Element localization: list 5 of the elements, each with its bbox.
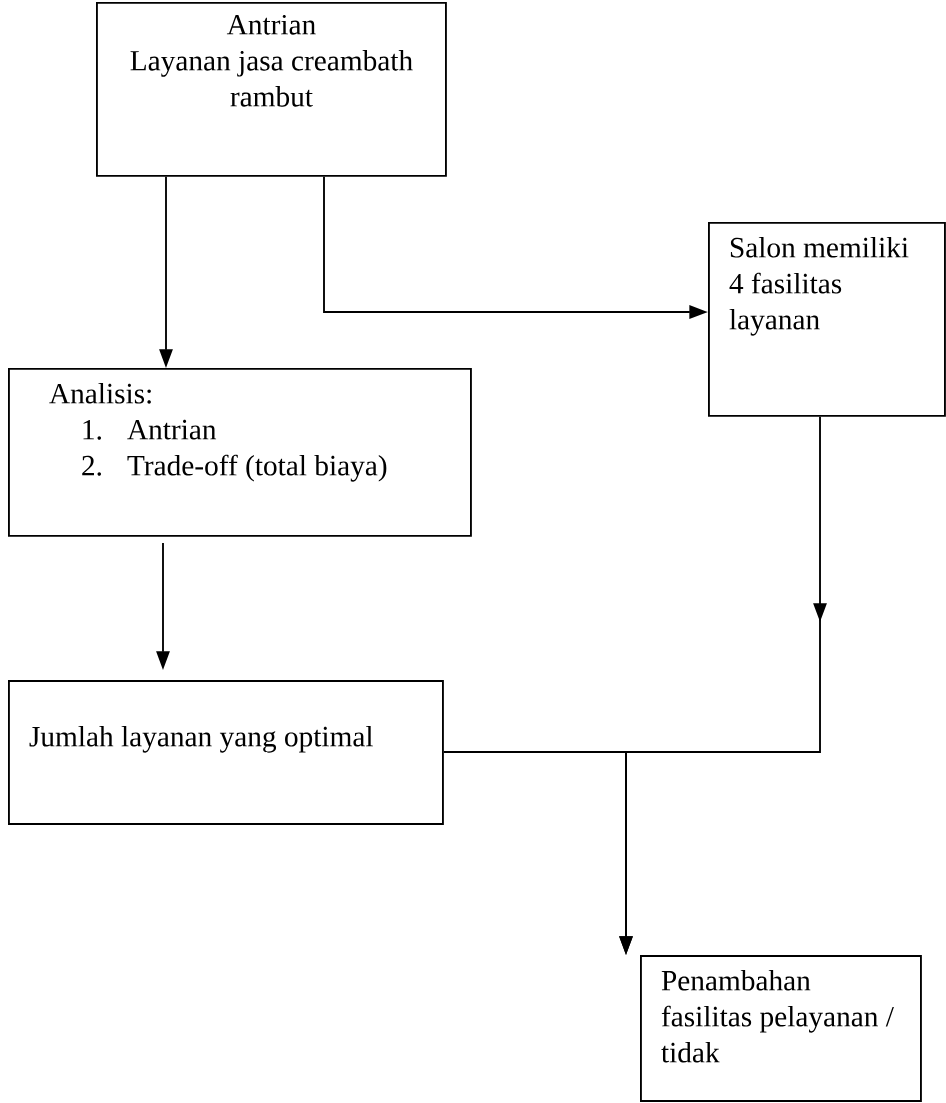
process-box: Jumlah layanan yang optimal bbox=[8, 680, 444, 825]
process-box: Penambahan fasilitas pelayanan / tidak bbox=[640, 955, 922, 1102]
process-box: Analisis: 1. Antrian 2. Trade-off (total biaya) bbox=[8, 368, 472, 537]
process-box: Antrian Layanan jasa creambath rambut bbox=[96, 2, 447, 177]
process-box: Salon memiliki 4 fasilitas layanan bbox=[708, 222, 946, 417]
